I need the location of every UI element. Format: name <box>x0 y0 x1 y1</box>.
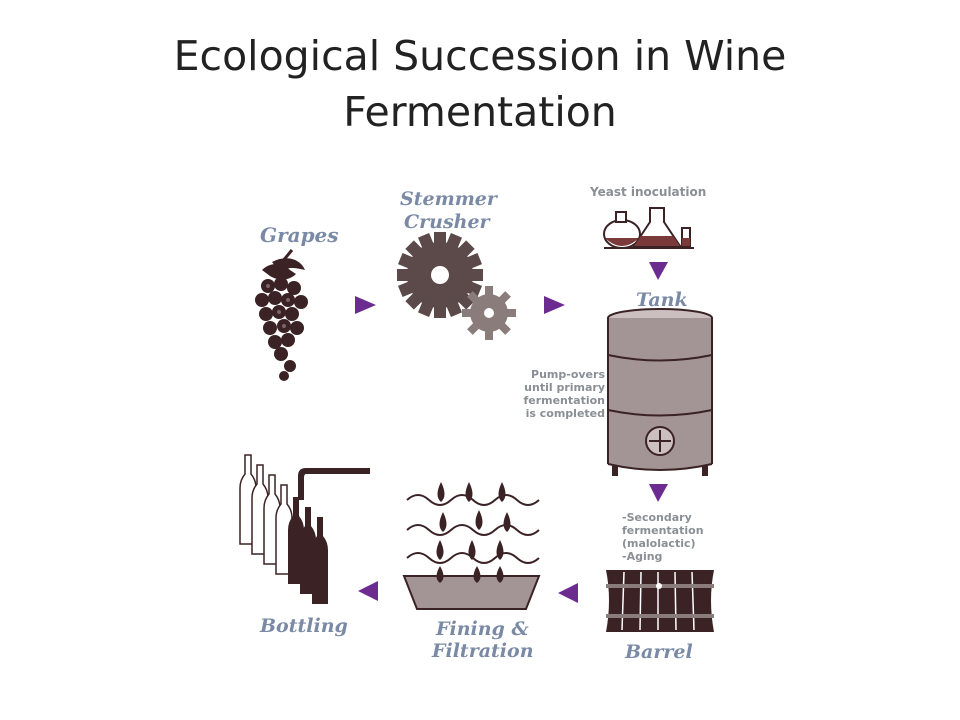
slide-title: Ecological Succession in Wine Fermentati… <box>0 28 960 140</box>
svg-text:-Secondary: -Secondary <box>622 511 692 524</box>
gears-icon <box>397 232 516 340</box>
label-fining: Fining & <box>435 618 529 640</box>
title-line-2: Fermentation <box>343 88 617 136</box>
note-secondary: -Secondary fermentation (malolactic) -Ag… <box>622 511 704 563</box>
svg-text:fermentation: fermentation <box>523 394 605 407</box>
title-line-1: Ecological Succession in Wine <box>173 32 787 80</box>
arrow-barrel-to-filtration <box>558 583 578 603</box>
tank-icon <box>607 308 713 476</box>
svg-text:is completed: is completed <box>526 407 605 420</box>
svg-text:(malolactic): (malolactic) <box>622 537 696 550</box>
bottles-icon <box>239 454 370 604</box>
label-bottling: Bottling <box>259 615 348 637</box>
arrow-tank-to-barrel <box>649 484 668 502</box>
label-tank: Tank <box>636 289 688 311</box>
label-barrel: Barrel <box>624 641 693 663</box>
label-stemmer: Stemmer <box>400 188 499 210</box>
svg-text:Pump-overs: Pump-overs <box>531 368 605 381</box>
note-pumpovers: Pump-overs until primary fermentation is… <box>523 368 605 420</box>
arrow-grapes-to-crusher <box>355 296 376 314</box>
svg-text:-Aging: -Aging <box>622 550 662 563</box>
svg-text:until primary: until primary <box>524 381 605 394</box>
label-crusher: Crusher <box>404 211 492 233</box>
arrow-crusher-to-tank <box>544 296 565 314</box>
flasks-icon <box>603 207 694 249</box>
filtration-icon <box>402 482 541 610</box>
arrow-filtration-to-bottling <box>358 581 378 601</box>
arrow-yeast-to-tank <box>649 262 668 280</box>
label-grapes: Grapes <box>260 223 339 247</box>
grapes-icon <box>255 249 308 381</box>
label-yeast-inoculation: Yeast inoculation <box>589 185 706 199</box>
label-filtration: Filtration <box>431 640 534 662</box>
barrel-icon <box>606 570 714 632</box>
svg-text:fermentation: fermentation <box>622 524 704 537</box>
